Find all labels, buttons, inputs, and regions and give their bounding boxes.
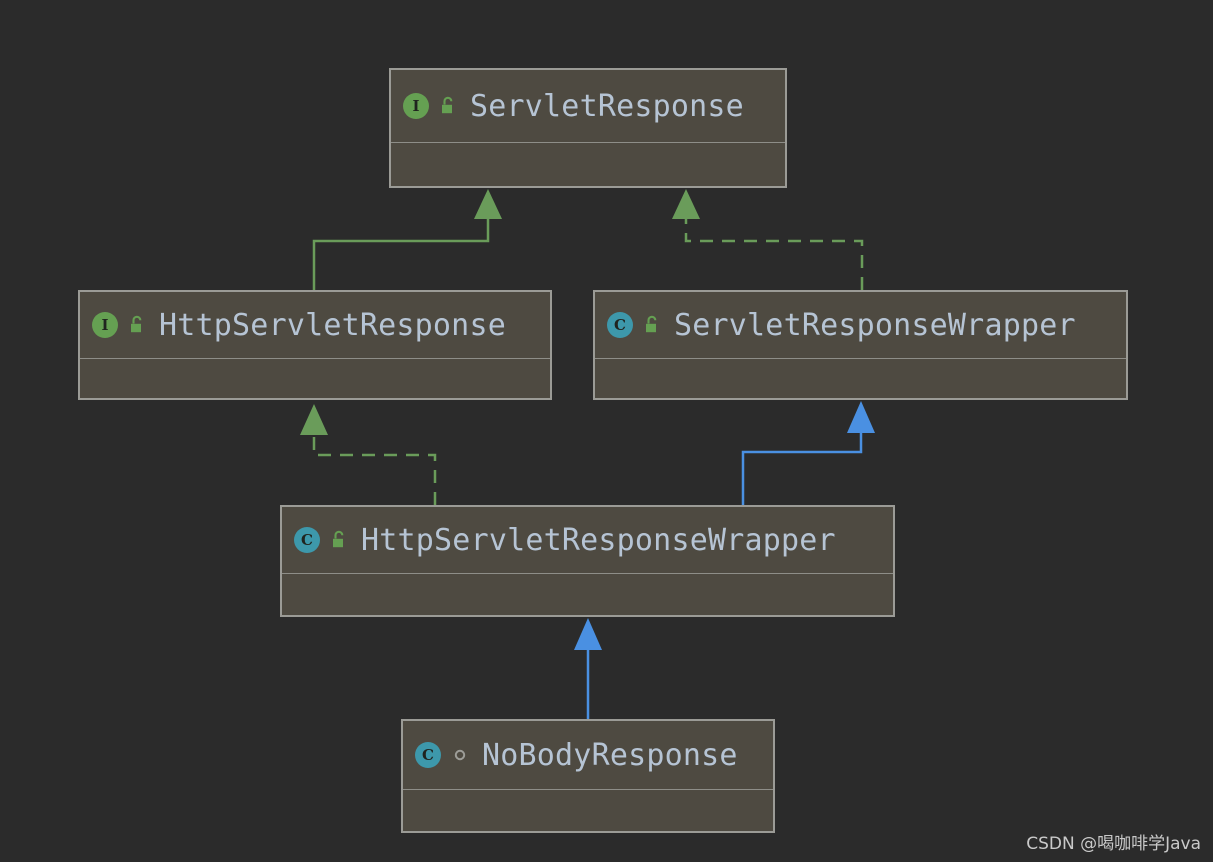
uml-node-http-servlet-response[interactable]: I HttpServletResponse <box>78 290 552 400</box>
uml-node-members <box>391 142 785 186</box>
uml-node-header: I HttpServletResponse <box>80 292 550 358</box>
uml-node-header: C NoBodyResponse <box>403 721 773 789</box>
uml-node-no-body-response[interactable]: C NoBodyResponse <box>401 719 775 833</box>
watermark: CSDN @喝咖啡学Java <box>1026 834 1201 854</box>
uml-node-title: ServletResponseWrapper <box>674 307 1076 343</box>
class-icon: C <box>415 742 441 768</box>
unlock-icon <box>127 314 147 336</box>
uml-node-title: HttpServletResponse <box>159 307 506 343</box>
class-icon: C <box>607 312 633 338</box>
uml-node-servlet-response-wrapper[interactable]: C ServletResponseWrapper <box>593 290 1128 400</box>
unlock-icon <box>642 314 662 336</box>
unlock-icon <box>329 529 349 551</box>
edge-servlet-response-wrapper-implements-servlet-response <box>672 189 864 290</box>
uml-node-members <box>282 573 893 615</box>
edge-http-servlet-response-wrapper-extends-servlet-response-wrapper <box>741 401 875 505</box>
uml-node-title: ServletResponse <box>470 88 744 124</box>
uml-node-servlet-response[interactable]: I ServletResponse <box>389 68 787 188</box>
uml-node-members <box>403 789 773 831</box>
unlock-icon <box>438 95 458 117</box>
interface-icon: I <box>92 312 118 338</box>
uml-node-members <box>80 358 550 398</box>
uml-node-members <box>595 358 1126 398</box>
uml-node-header: I ServletResponse <box>391 70 785 142</box>
interface-icon: I <box>403 93 429 119</box>
uml-node-title: HttpServletResponseWrapper <box>361 522 836 558</box>
uml-node-header: C HttpServletResponseWrapper <box>282 507 893 573</box>
class-icon: C <box>294 527 320 553</box>
uml-node-http-servlet-response-wrapper[interactable]: C HttpServletResponseWrapper <box>280 505 895 617</box>
uml-node-title: NoBodyResponse <box>482 737 738 773</box>
edge-http-servlet-response-wrapper-implements-http-servlet-response <box>300 404 437 505</box>
uml-node-header: C ServletResponseWrapper <box>595 292 1126 358</box>
edge-http-servlet-response-extends-servlet-response <box>312 189 502 290</box>
edge-no-body-response-extends-http-servlet-response-wrapper <box>574 618 602 719</box>
package-private-icon <box>450 745 470 765</box>
